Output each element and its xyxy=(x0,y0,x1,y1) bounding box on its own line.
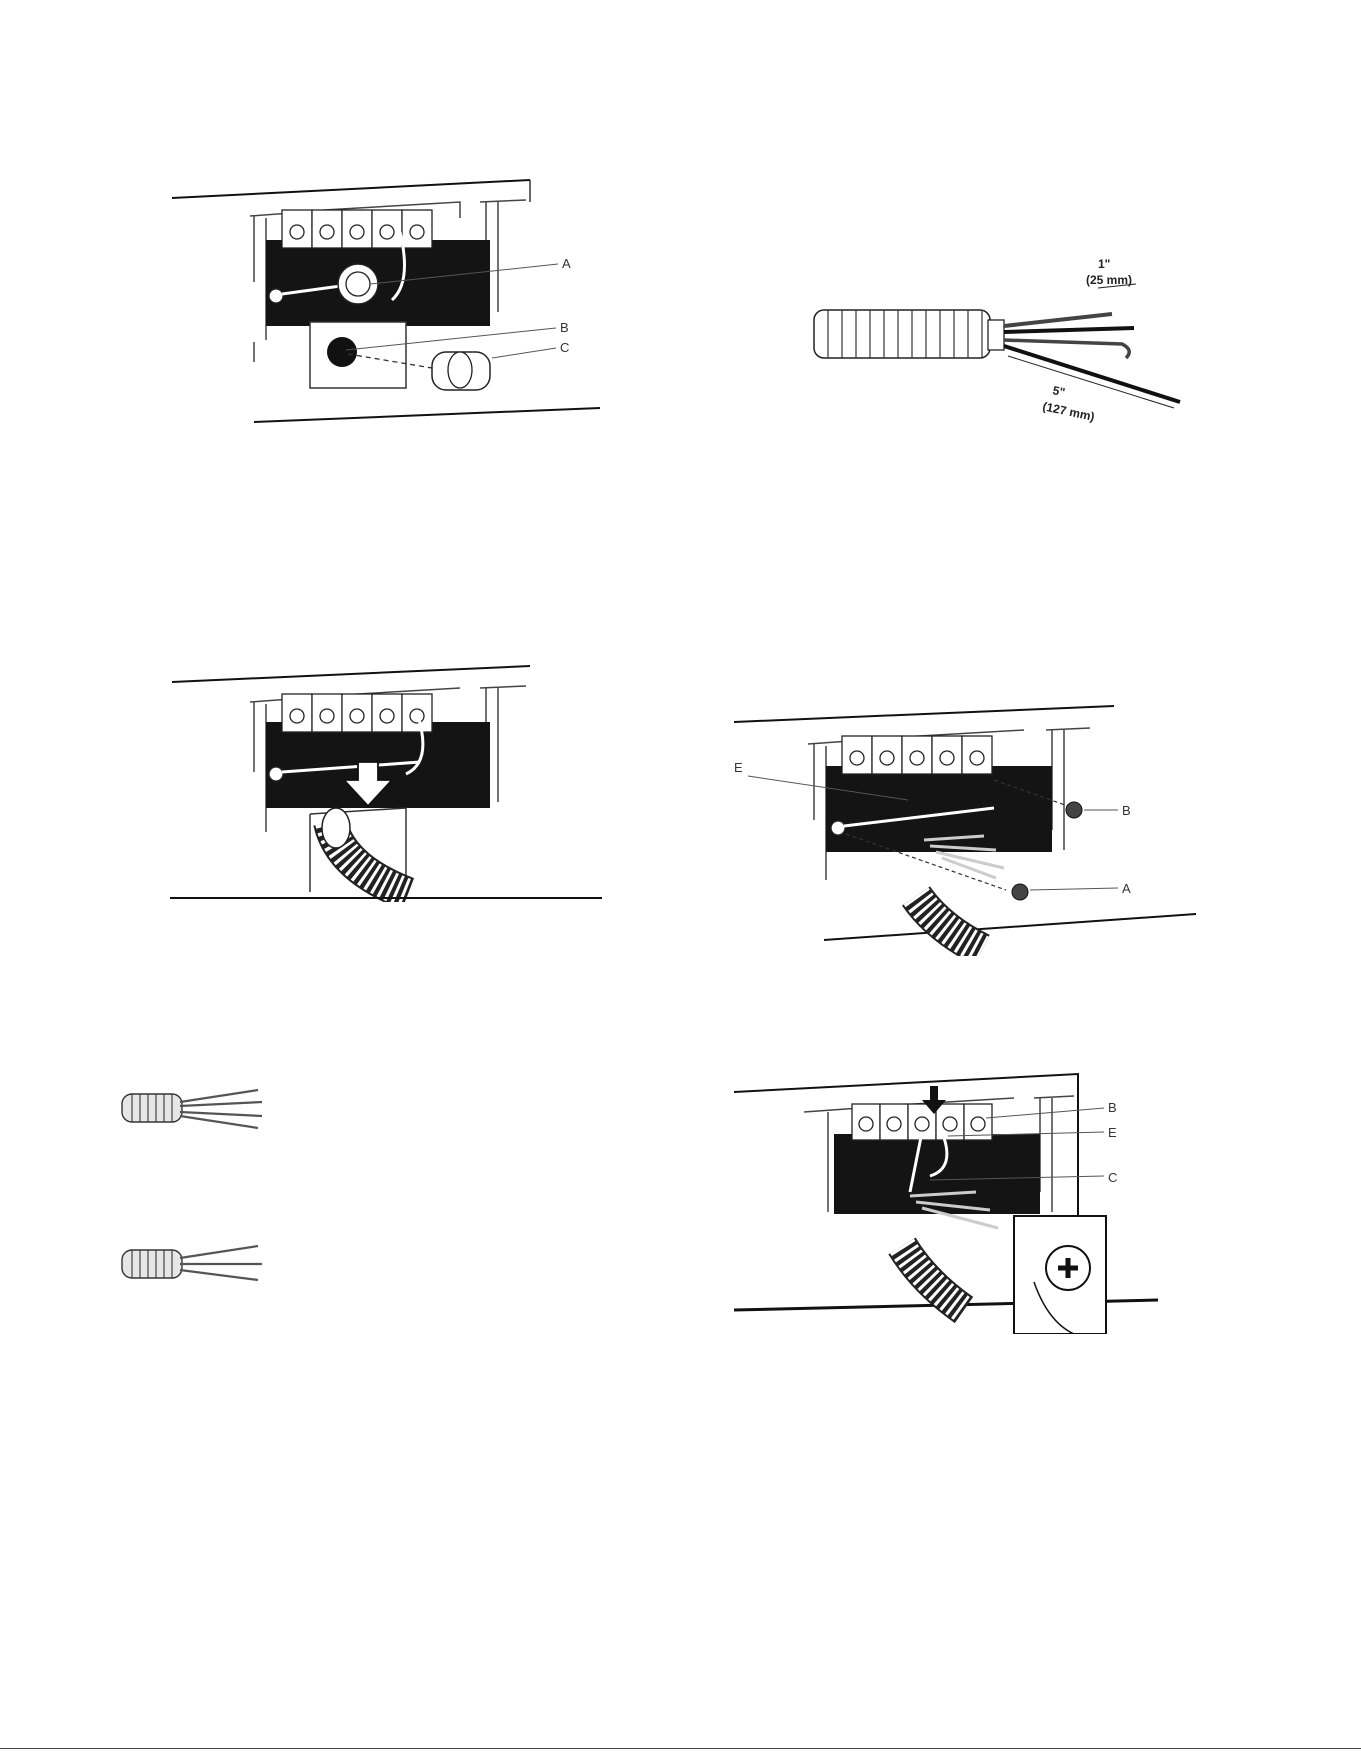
callout-b: B xyxy=(1122,803,1131,818)
neutral-connection-diagram: B E C xyxy=(734,1072,1158,1334)
callout-a: A xyxy=(1122,881,1131,896)
callout-b: B xyxy=(560,320,569,335)
figure-neutral-connection: B E C xyxy=(734,1072,1158,1334)
wire-bundle-icon xyxy=(118,1082,268,1136)
figure-conduit-insertion xyxy=(170,662,602,902)
figure-cable-strip-dimensions: 1" (25 mm) 5" (127 mm) xyxy=(812,248,1198,428)
callout-c: C xyxy=(560,340,569,355)
figure-wire-bundle-b xyxy=(118,1236,268,1290)
callout-b: B xyxy=(1108,1100,1117,1115)
figure-wire-bundle-a xyxy=(118,1082,268,1136)
callout-e: E xyxy=(1108,1125,1117,1140)
dim-short-metric: (25 mm) xyxy=(1086,273,1132,287)
callout-e: E xyxy=(734,760,743,775)
ground-screw-diagram: E B A xyxy=(734,700,1196,956)
callout-a: A xyxy=(562,256,571,271)
page-bottom-rule xyxy=(0,1748,1361,1749)
callout-c: C xyxy=(1108,1170,1117,1185)
dim-long-metric: (127 mm) xyxy=(1041,399,1095,424)
dim-long-label: 5" xyxy=(1051,383,1066,399)
figure-terminal-block-strain-relief: A B C xyxy=(170,172,602,430)
cable-strip-diagram: 1" (25 mm) 5" (127 mm) xyxy=(812,248,1198,428)
figure-ground-screw-removal: E B A xyxy=(734,700,1196,956)
dim-short-label: 1" xyxy=(1098,257,1110,271)
conduit-insertion-diagram xyxy=(170,662,602,902)
terminal-block-diagram: A B C xyxy=(170,172,602,430)
wire-bundle-icon xyxy=(118,1236,268,1290)
